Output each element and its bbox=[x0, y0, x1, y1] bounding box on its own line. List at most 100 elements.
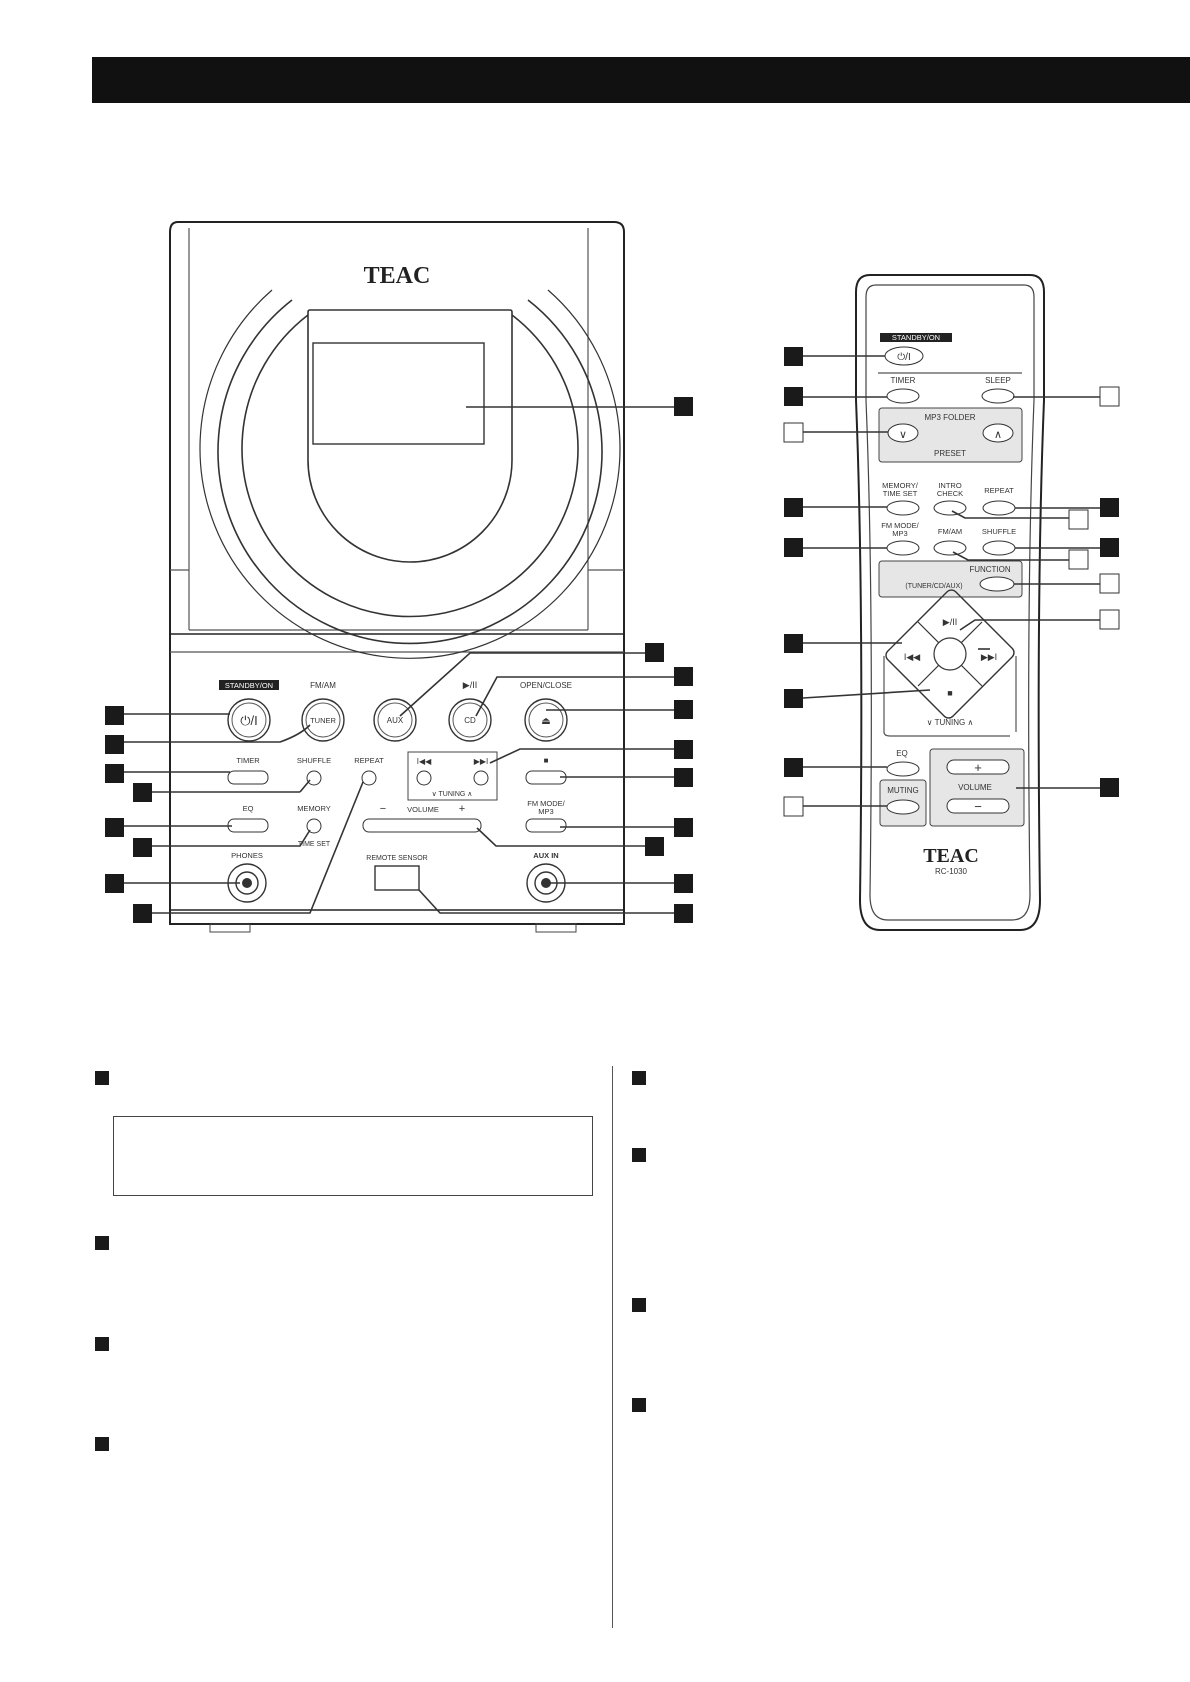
unit-timer-button[interactable] bbox=[227, 770, 269, 785]
description-marker bbox=[95, 1236, 109, 1250]
unit-memory-button[interactable] bbox=[306, 818, 322, 834]
remote-fm-mode-button[interactable] bbox=[886, 540, 920, 556]
unit-skip-forward-button[interactable] bbox=[473, 770, 489, 786]
unit-brand-logo: TEAC bbox=[364, 263, 431, 289]
remote-time-set-label: TIME SET bbox=[883, 489, 918, 498]
unit-timer-label: TIMER bbox=[236, 756, 260, 765]
unit-remote-sensor-label: REMOTE SENSOR bbox=[366, 855, 427, 862]
volume-plus-label: + bbox=[459, 803, 465, 815]
remote-timer-button[interactable] bbox=[886, 388, 920, 404]
remote-mp3-folder-label: MP3 FOLDER bbox=[924, 413, 975, 422]
stop-icon: ■ bbox=[544, 756, 549, 765]
remote-intro-check-button[interactable] bbox=[933, 500, 967, 516]
remote-repeat-label: REPEAT bbox=[984, 486, 1014, 495]
plus-icon: + bbox=[974, 760, 982, 775]
unit-shuffle-button[interactable] bbox=[306, 770, 322, 786]
unit-aux-in-label: AUX IN bbox=[533, 851, 558, 860]
remote-timer-label: TIMER bbox=[891, 376, 916, 385]
cd-door bbox=[199, 289, 621, 659]
remote-standby-tag bbox=[880, 333, 952, 342]
unit-skip-back-button[interactable] bbox=[416, 770, 432, 786]
remote-preset-label: PRESET bbox=[934, 449, 966, 458]
remote-intro-label: INTRO bbox=[938, 481, 961, 490]
unit-repeat-button[interactable] bbox=[361, 770, 377, 786]
description-marker bbox=[95, 1437, 109, 1451]
eject-icon: ⏏ bbox=[541, 716, 550, 727]
remote-memory-button[interactable] bbox=[886, 500, 920, 516]
remote-brand-logo: TEAC bbox=[923, 845, 979, 867]
unit-callouts-right bbox=[399, 406, 674, 914]
remote-shuffle-button[interactable] bbox=[982, 540, 1016, 556]
remote-stop-icon[interactable]: ■ bbox=[947, 688, 952, 698]
unit-volume-label: VOLUME bbox=[407, 805, 439, 814]
unit-callouts-left bbox=[124, 713, 364, 914]
unit-fm-mode-button[interactable] bbox=[525, 818, 567, 833]
unit-time-set-label: TIME SET bbox=[298, 841, 331, 848]
remote-sleep-button[interactable] bbox=[981, 388, 1015, 404]
remote-eq-button[interactable] bbox=[886, 761, 920, 777]
remote-function-button[interactable] bbox=[979, 576, 1015, 592]
remote-eq-label: EQ bbox=[896, 749, 908, 758]
remote-tuning-label: ∨ TUNING ∧ bbox=[927, 718, 974, 727]
remote-check-label: CHECK bbox=[937, 489, 963, 498]
remote-transport-cluster: ▶/II I◀◀ ▶▶I ■ ∨ TUNING ∧ bbox=[883, 589, 1017, 737]
unit-eq-label: EQ bbox=[243, 804, 254, 813]
unit-eq-button[interactable] bbox=[227, 818, 269, 833]
remote-standby-label: STANDBY/ON bbox=[892, 333, 940, 342]
remote-repeat-button[interactable] bbox=[982, 500, 1016, 516]
remote-control: STANDBY/ON ⏻/I TIMER SLEEP MP3 FOLDER ∨ … bbox=[783, 274, 1120, 931]
description-marker bbox=[95, 1337, 109, 1351]
remote-memory-label: MEMORY/ bbox=[882, 481, 919, 490]
remote-preset-up-button[interactable] bbox=[982, 423, 1014, 443]
display-window bbox=[312, 342, 485, 445]
unit-volume-control[interactable] bbox=[362, 818, 482, 833]
unit-aux-label: AUX bbox=[387, 716, 404, 725]
unit-tuner-button[interactable] bbox=[301, 698, 345, 742]
remote-callouts bbox=[802, 355, 1100, 807]
remote-fm-am-button[interactable] bbox=[933, 540, 967, 556]
remote-muting-button[interactable] bbox=[886, 799, 920, 815]
remote-volume-down-button[interactable] bbox=[946, 798, 1010, 814]
description-marker bbox=[95, 1071, 109, 1085]
note-box bbox=[113, 1116, 593, 1196]
remote-play-pause-icon[interactable]: ▶/II bbox=[943, 617, 957, 627]
unit-fm-mode-label-2: MP3 bbox=[538, 807, 553, 816]
remote-skip-back-icon[interactable]: I◀◀ bbox=[904, 652, 920, 662]
description-marker bbox=[632, 1298, 646, 1312]
unit-memory-label: MEMORY bbox=[297, 804, 331, 813]
remote-preset-down-button[interactable] bbox=[887, 423, 919, 443]
chevron-up-icon: ∧ bbox=[994, 429, 1002, 441]
remote-fm-am-label: FM/AM bbox=[938, 527, 962, 536]
remote-power-icon: ⏻/I bbox=[897, 352, 910, 363]
remote-mp3-label: MP3 bbox=[892, 529, 907, 538]
remote-skip-forward-icon[interactable]: ▶▶I bbox=[981, 652, 997, 662]
minus-icon: − bbox=[974, 799, 982, 814]
remote-function-label: FUNCTION bbox=[969, 565, 1011, 574]
unit-open-close-label: OPEN/CLOSE bbox=[520, 681, 572, 690]
unit-phones-label: PHONES bbox=[231, 851, 263, 860]
unit-shuffle-label: SHUFFLE bbox=[297, 756, 331, 765]
volume-minus-label: − bbox=[380, 803, 386, 815]
description-marker bbox=[632, 1398, 646, 1412]
remote-callout-markers bbox=[783, 347, 1120, 817]
unit-play-pause-label: ▶/II bbox=[463, 680, 477, 690]
unit-standby-tag-text: STANDBY/ON bbox=[225, 681, 273, 690]
remote-volume-up-button[interactable] bbox=[946, 759, 1010, 775]
unit-aux-button[interactable] bbox=[373, 698, 417, 742]
unit-tuner-label: TUNER bbox=[310, 716, 336, 725]
unit-fm-am-label: FM/AM bbox=[310, 681, 336, 690]
remote-model-label: RC-1030 bbox=[935, 867, 968, 876]
unit-tuning-label: ∨ TUNING ∧ bbox=[432, 791, 473, 798]
remote-volume-label: VOLUME bbox=[958, 783, 992, 792]
unit-standby-tag bbox=[219, 680, 279, 690]
remote-shuffle-label: SHUFFLE bbox=[982, 527, 1016, 536]
unit-fm-mode-label: FM MODE/ bbox=[527, 799, 565, 808]
column-divider bbox=[612, 1066, 613, 1628]
remote-fm-mode-label: FM MODE/ bbox=[881, 521, 919, 530]
unit-cd-button[interactable] bbox=[448, 698, 492, 742]
main-unit: TEAC STANDBY/ON STANDBY/ON ⏻/I FM/AM TUN… bbox=[105, 221, 693, 933]
unit-repeat-label: REPEAT bbox=[354, 756, 384, 765]
unit-power-icon: ⏻/I bbox=[240, 713, 258, 728]
unit-standby-button[interactable] bbox=[227, 698, 271, 742]
